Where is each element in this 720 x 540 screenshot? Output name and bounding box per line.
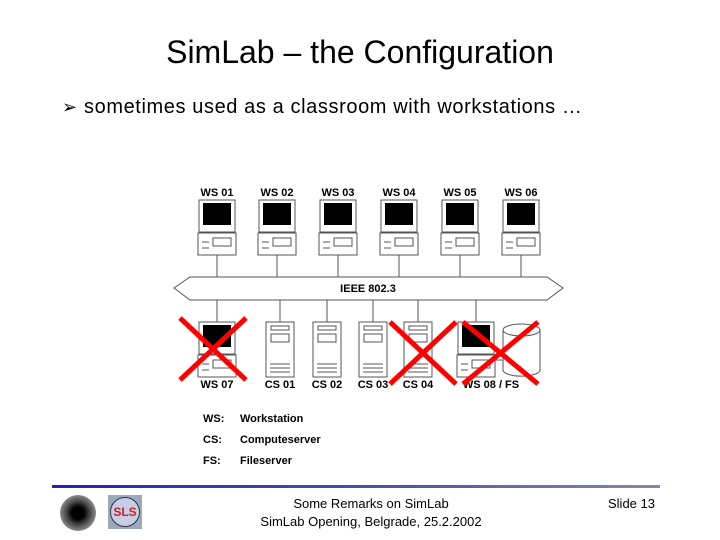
workstation-icon — [197, 199, 237, 256]
footer-line1: Some Remarks on SimLab — [293, 496, 449, 511]
legend-key: CS: — [203, 434, 222, 446]
node-cs-03: CS 03 — [358, 300, 389, 391]
workstation-ws-04: WS 04 — [379, 187, 419, 277]
slide-number: Slide 13 — [608, 496, 655, 511]
node-label: WS 05 — [443, 187, 476, 199]
node-label: WS 07 — [200, 379, 233, 391]
node-ws-07: WS 07 — [197, 300, 237, 391]
simlab-logo: SLS — [108, 495, 142, 529]
legend-key: WS: — [203, 413, 224, 425]
legend-value: Workstation — [240, 413, 304, 425]
slide-title: SimLab – the Configuration — [166, 34, 554, 70]
node-label: CS 02 — [312, 379, 343, 391]
university-logo — [60, 495, 96, 531]
node-label: CS 04 — [403, 379, 434, 391]
node-label: WS 02 — [260, 187, 293, 199]
workstation-ws-06: WS 06 — [501, 187, 541, 277]
cross-out-icon — [388, 320, 458, 386]
workstation-icon — [318, 199, 358, 256]
node-label: WS 01 — [200, 187, 233, 199]
workstation-icon — [257, 199, 297, 256]
workstation-icon — [440, 199, 480, 256]
cross-out-icon — [178, 316, 248, 382]
node-label: WS 06 — [504, 187, 537, 199]
workstation-ws-02: WS 02 — [257, 187, 297, 277]
workstation-ws-03: WS 03 — [318, 187, 358, 277]
cross-out-icon — [461, 320, 540, 386]
node-label: WS 03 — [321, 187, 354, 199]
workstation-icon — [501, 199, 541, 256]
legend-value: Computeserver — [240, 434, 321, 446]
bus-label: IEEE 802.3 — [340, 283, 396, 295]
bullet-item: ➢ sometimes used as a classroom with work… — [62, 96, 582, 119]
arrow-bullet-icon: ➢ — [62, 97, 78, 117]
node-cs-04: CS 04 — [403, 300, 434, 391]
node-cs-02: CS 02 — [312, 300, 343, 391]
server-icon — [265, 321, 295, 378]
node-label: WS 04 — [382, 187, 416, 199]
legend-value: Fileserver — [240, 455, 293, 467]
server-icon — [312, 321, 342, 378]
legend-key: FS: — [203, 455, 221, 467]
server-icon — [358, 321, 388, 378]
node-cs-01: CS 01 — [265, 300, 296, 391]
bullet-text: sometimes used as a classroom with works… — [84, 96, 583, 118]
node-label: WS 08 / FS — [463, 379, 519, 391]
ieee-bus — [173, 276, 564, 301]
workstation-ws-01: WS 01 — [197, 187, 237, 277]
footer-line2: SimLab Opening, Belgrade, 25.2.2002 — [260, 514, 482, 529]
node-label: CS 01 — [265, 379, 296, 391]
workstation-icon — [379, 199, 419, 256]
footer-rule — [52, 485, 660, 488]
node-label: CS 03 — [358, 379, 389, 391]
workstation-ws-05: WS 05 — [440, 187, 480, 277]
